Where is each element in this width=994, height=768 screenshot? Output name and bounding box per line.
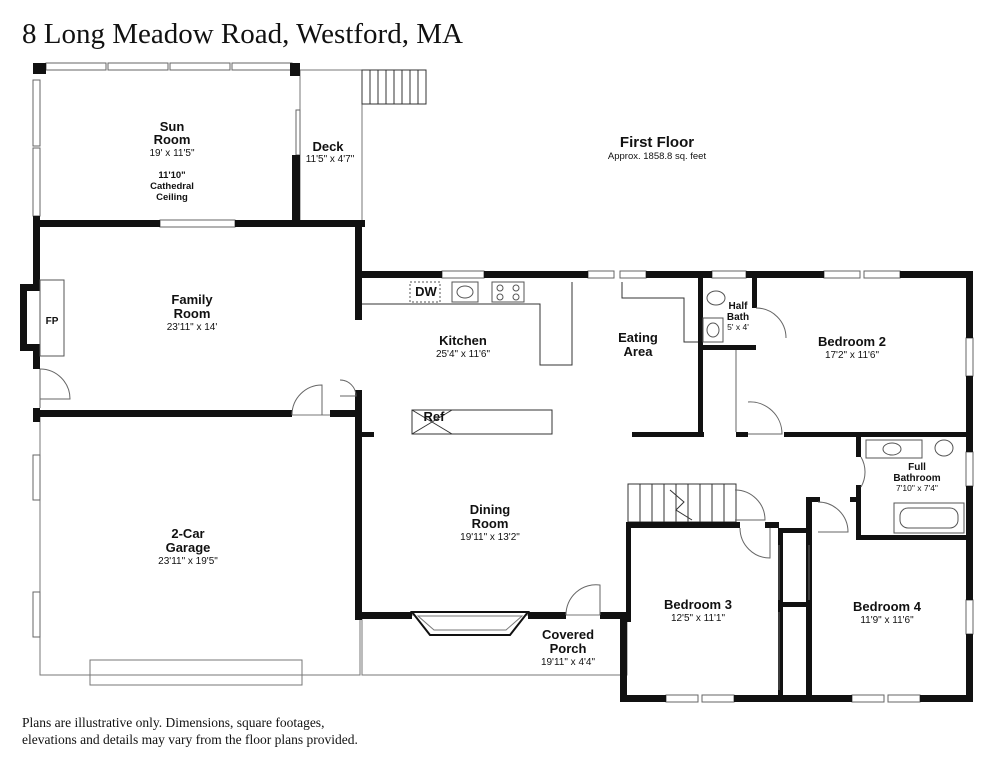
room-kitchen: Kitchen 25'4" x 11'6" DW Ref: [415, 284, 490, 424]
fireplace-label: FP: [46, 316, 59, 327]
kitchen-counters: [362, 282, 698, 435]
room-name: Bathroom: [893, 473, 940, 484]
floor-label: First Floor Approx. 1858.8 sq. feet: [608, 134, 707, 162]
room-sun-room: Sun Room 19' x 11'5" 11'10" Cathedral Ce…: [150, 119, 195, 203]
room-dimensions: 11'5" x 4'7": [306, 154, 355, 165]
fireplace-icon: [39, 279, 65, 357]
refrigerator-label: Ref: [424, 409, 446, 424]
dishwasher-icon: [409, 281, 441, 303]
room-dimensions: 11'9" x 11'6": [860, 615, 914, 626]
room-dimensions: 12'5" x 11'1": [671, 613, 726, 624]
room-name: Bedroom 3: [664, 597, 732, 612]
bay-window: [409, 611, 531, 636]
doors: [39, 307, 866, 690]
stove-icon: [491, 281, 525, 303]
room-name: Porch: [550, 641, 587, 656]
toilet-icon: [706, 290, 726, 306]
room-dimensions: 23'11" x 14': [167, 322, 218, 333]
room-name: Room: [154, 132, 191, 147]
room-name: Garage: [166, 540, 211, 555]
room-name: Covered: [542, 627, 594, 642]
room-name: Room: [174, 306, 211, 321]
room-bedroom-2: Bedroom 2 17'2" x 11'6": [818, 334, 886, 361]
interior-stairs: [627, 483, 737, 523]
thin-outlines: [39, 69, 737, 686]
room-bedroom-4: Bedroom 4 11'9" x 11'6": [853, 599, 922, 626]
room-name: Half: [729, 301, 749, 312]
room-dimensions: 5' x 4': [727, 322, 749, 332]
room-dimensions: 7'10" x 7'4": [896, 483, 938, 493]
room-dining-room: Dining Room 19'11" x 13'2": [460, 502, 520, 543]
room-full-bathroom: Full Bathroom 7'10" x 7'4": [893, 462, 940, 493]
windows: [32, 62, 974, 703]
deck-stairs: [361, 69, 427, 105]
room-name: 2-Car: [171, 526, 204, 541]
room-dimensions: 17'2" x 11'6": [825, 350, 880, 361]
room-deck: Deck 11'5" x 4'7": [306, 139, 355, 165]
room-name: Room: [472, 516, 509, 531]
room-name: Area: [624, 344, 654, 359]
fixtures: [39, 279, 965, 534]
disclaimer-line-2: elevations and details may vary from the…: [22, 732, 358, 747]
room-bedroom-3: Bedroom 3 12'5" x 11'1": [664, 597, 732, 624]
room-covered-porch: Covered Porch 19'11" x 4'4": [541, 627, 596, 668]
dishwasher-label: DW: [415, 284, 437, 299]
walls: [20, 63, 973, 702]
room-eating-area: Eating Area: [618, 330, 658, 359]
room-name: Deck: [312, 139, 344, 154]
room-name: Bedroom 4: [853, 599, 922, 614]
room-dimensions: 19' x 11'5": [150, 148, 195, 159]
full-bath-toilet-icon: [934, 439, 954, 457]
room-garage: 2-Car Garage 23'11" x 19'5": [158, 526, 218, 567]
room-name: Family: [171, 292, 213, 307]
room-dimensions: 25'4" x 11'6": [436, 349, 491, 360]
room-name: Eating: [618, 330, 658, 345]
room-name: Sun: [160, 119, 185, 134]
room-name: Kitchen: [439, 333, 487, 348]
room-dimensions: 23'11" x 19'5": [158, 556, 218, 567]
ceiling-note: Cathedral: [150, 181, 194, 192]
ceiling-note: 11'10": [158, 170, 185, 181]
page-title: 8 Long Meadow Road, Westford, MA: [22, 18, 463, 50]
disclaimer-line-1: Plans are illustrative only. Dimensions,…: [22, 715, 324, 730]
ceiling-note: Ceiling: [156, 192, 188, 203]
room-dimensions: 19'11" x 13'2": [460, 532, 520, 543]
room-half-bath: Half Bath 5' x 4': [727, 301, 749, 332]
room-family-room: Family Room 23'11" x 14' FP: [46, 292, 218, 333]
room-name: Dining: [470, 502, 510, 517]
room-name: Full: [908, 462, 926, 473]
room-name: Bath: [727, 312, 749, 323]
room-dimensions: 19'11" x 4'4": [541, 657, 596, 668]
room-name: Bedroom 2: [818, 334, 886, 349]
floor-area: Approx. 1858.8 sq. feet: [608, 151, 707, 162]
floor-name: First Floor: [620, 134, 694, 151]
